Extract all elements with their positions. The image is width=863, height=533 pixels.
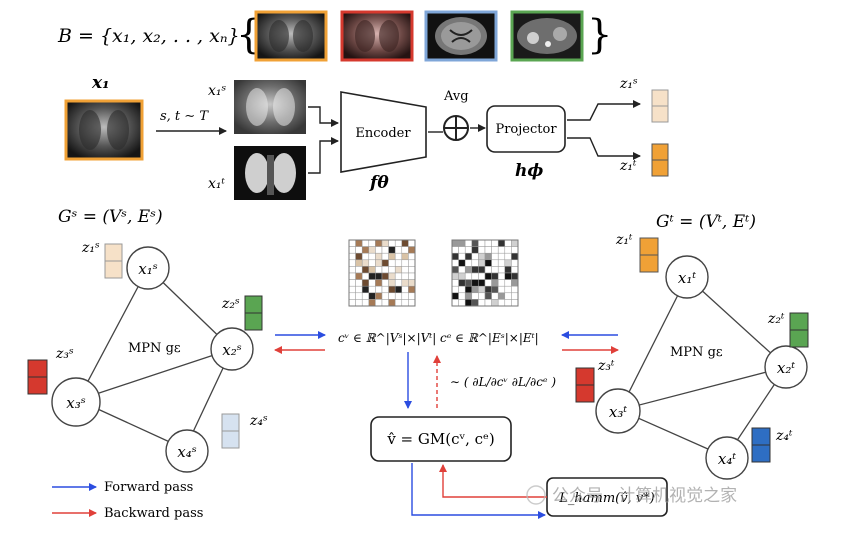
gm-to-loss-arrow [411,463,546,519]
view-t-image [234,146,306,200]
svg-text:x₄ˢ: x₄ˢ [177,443,197,461]
graph-t-z3-vector [575,367,595,403]
batch-image-2 [340,10,414,62]
view-s-image [234,80,306,134]
legend-forward-label: Forward pass [104,480,193,495]
graph-s-node-1: x₁ˢ [126,246,170,290]
graph-s-edges [77,267,233,450]
watermark: 公众号 · 计算机视觉之家 [526,485,737,505]
graph-t-mpn-label: MPN gε [670,345,723,360]
z-s-label: z₁ˢ [619,76,638,92]
graph-s-node-3: x₃ˢ [51,377,101,427]
projector-label: Projector [495,122,557,137]
ce-matrix [451,239,519,307]
graph-t-z3-label: z₃ᵗ [597,358,615,374]
encoder-symbol: fθ [369,173,389,193]
z-t-label: z₁ᵗ [619,158,637,174]
graph-s-z1-vector [104,243,123,279]
graph-t-z2-label: z₂ᵗ [767,311,785,327]
graph-s-z2-vector [244,295,263,331]
legend-backward-label: Backward pass [104,506,203,521]
encoder-block [340,91,427,173]
projector-block [486,105,566,153]
view-t-label: x₁ᵗ [208,176,226,192]
encoder-label: Encoder [355,126,411,141]
gm-block [370,416,512,462]
svg-text:x₃ᵗ: x₃ᵗ [609,403,627,421]
graph-s-z3-label: z₃ˢ [55,346,74,362]
graph-t-z4-label: z₄ᵗ [775,428,793,444]
cv-label: cᵛ ∈ ℝ^|Vˢ|×|Vᵗ| [338,331,436,345]
view-s-arrow [308,106,339,127]
graph-s-title: Gˢ = (Vˢ, Eˢ) [58,207,163,227]
z-s-vector [651,89,669,123]
loss-to-gm-arrow [439,464,547,498]
avg-label: Avg [443,89,469,104]
graph-t-node-3: x₃ᵗ [595,388,641,434]
graph-s-z2-label: z₂ˢ [221,296,240,312]
view-t-arrow [308,137,339,174]
projector-symbol: hϕ [515,161,543,181]
graph-s-node-4: x₄ˢ [165,429,209,473]
graph-t-node-4: x₄ᵗ [705,436,749,480]
batch-formula: B = {x₁, x₂, . . , xₙ} [57,25,240,47]
graph-t-node-1: x₁ᵗ [665,255,709,299]
svg-text:x₂ˢ: x₂ˢ [222,341,242,359]
graph-s-z3-vector [27,359,48,395]
projector-to-zt-arrow [567,137,641,160]
svg-text:x₁ᵗ: x₁ᵗ [678,269,696,287]
svg-text:x₂ᵗ: x₂ᵗ [777,359,795,377]
gradient-label: ∼ ( ∂L/∂cᵛ ∂L/∂cᵉ ) [450,375,556,389]
ce-label: cᵉ ∈ ℝ^|Eˢ|×|Eᵗ| [440,331,539,345]
graph-s-z1-label: z₁ˢ [81,240,100,256]
graph-s-mpn-label: MPN gε [128,341,181,356]
batch-image-4 [510,10,584,62]
graph-t-z4-vector [751,427,771,463]
view-s-label: x₁ˢ [208,83,227,99]
batch-image-1 [254,10,328,62]
graph-s-node-2: x₂ˢ [210,327,254,371]
loss-label: L_hamm(v̂, v*) [558,491,655,506]
z-t-vector [651,143,669,177]
gm-label: v̂ = GM(cᵛ, cᵉ) [386,430,494,448]
graph-s-z4-vector [221,413,240,449]
cv-matrix [348,239,416,307]
graph-t-z1-label: z₁ᵗ [615,232,633,248]
graph-t-z1-vector [639,237,659,273]
graph-t-title: Gᵗ = (Vᵗ, Eᵗ) [656,212,756,232]
svg-text:x₃ˢ: x₃ˢ [66,394,86,412]
input-image [64,99,144,161]
right-brace: } [587,12,612,58]
avg-plus-symbol [443,115,469,141]
input-label: x₁ [91,73,110,93]
graph-t-z2-vector [789,312,809,348]
watermark-text: 公众号 · 计算机视觉之家 [552,486,737,505]
augment-label: s, t ∼ T [160,109,209,124]
svg-text:x₄ᵗ: x₄ᵗ [718,450,736,468]
graph-t-node-2: x₂ᵗ [764,345,808,389]
graph-s-z4-label: z₄ˢ [249,413,268,429]
projector-to-zs-arrow [567,100,641,121]
batch-image-3 [424,10,498,62]
svg-text:x₁ˢ: x₁ˢ [138,260,158,278]
